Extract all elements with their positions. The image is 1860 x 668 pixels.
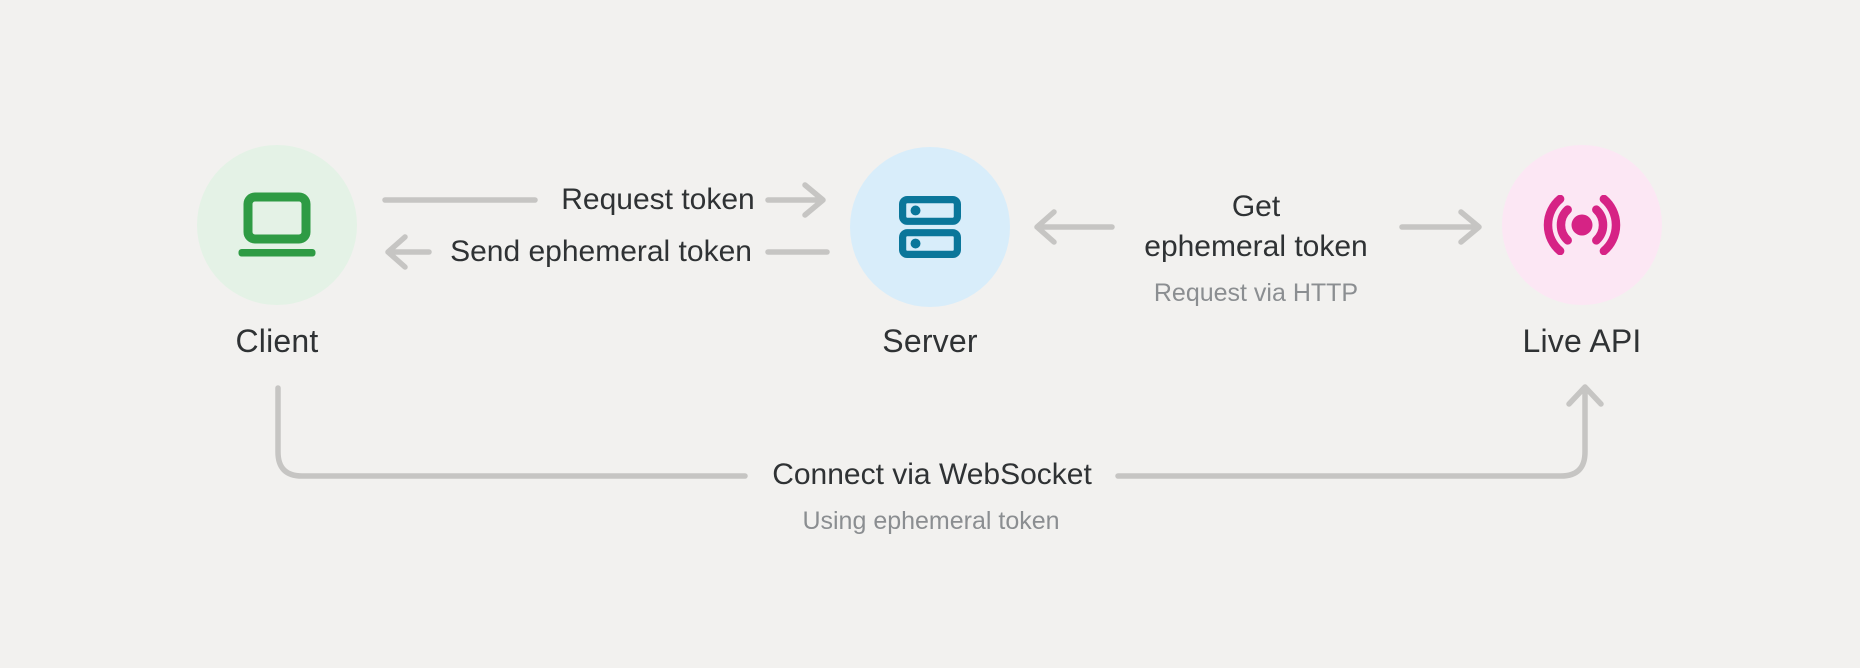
connect-websocket-path-left [275, 385, 748, 479]
connect-websocket-path-right [1115, 384, 1604, 479]
send-ephemeral-token-label: Send ephemeral token [450, 235, 752, 268]
server-node [850, 147, 1010, 307]
get-ephemeral-token-right-arrow [1399, 209, 1482, 245]
server-icon [899, 196, 961, 258]
live-api-node [1502, 145, 1662, 305]
using-ephemeral-token-sublabel: Using ephemeral token [802, 507, 1060, 535]
request-token-label: Request token [561, 183, 755, 216]
get-ephemeral-token-left-arrow [1034, 209, 1115, 245]
live-api-node-label: Live API [1522, 322, 1642, 359]
server-node-label: Server [882, 322, 978, 359]
connect-websocket-label: Connect via WebSocket [772, 458, 1092, 491]
laptop-icon [238, 192, 316, 257]
request-token-arrow [765, 182, 826, 218]
request-via-http-sublabel: Request via HTTP [1153, 279, 1359, 307]
client-node-label: Client [235, 322, 319, 359]
get-ephemeral-token-label: Get ephemeral token [1144, 190, 1368, 263]
client-node [197, 145, 357, 305]
send-ephemeral-token-arrow [385, 234, 432, 270]
broadcast-icon [1543, 195, 1621, 255]
